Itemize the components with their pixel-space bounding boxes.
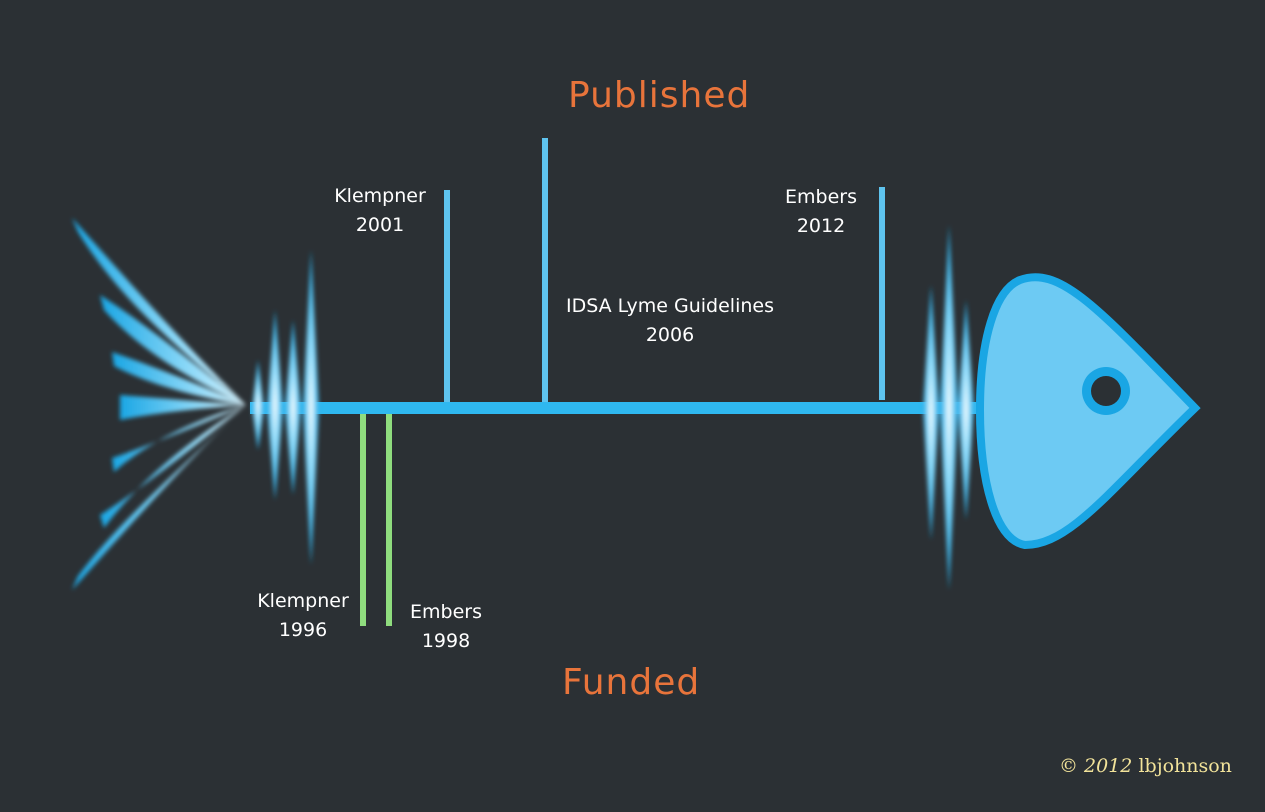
label-name: Klempner bbox=[334, 185, 426, 207]
label-embers-2012: Embers 2012 bbox=[770, 183, 872, 241]
funded-heading: Funded bbox=[562, 662, 701, 703]
label-name: Embers bbox=[785, 186, 857, 208]
label-name: Klempner bbox=[257, 590, 349, 612]
right-ribs bbox=[923, 225, 974, 590]
label-klempner-1996: Klempner 1996 bbox=[243, 587, 363, 645]
published-heading: Published bbox=[568, 75, 751, 116]
label-name: Embers bbox=[410, 601, 482, 623]
label-year: 1998 bbox=[421, 630, 471, 652]
label-year: 2012 bbox=[796, 215, 846, 237]
funded-bar-klempner-1996 bbox=[360, 414, 366, 626]
copyright-year: 2012 bbox=[1084, 755, 1133, 777]
copyright-author: lbjohnson bbox=[1138, 755, 1232, 777]
label-embers-1998: Embers 1998 bbox=[395, 598, 497, 656]
label-year: 2001 bbox=[355, 214, 405, 236]
label-idsa-2006: IDSA Lyme Guidelines 2006 bbox=[540, 292, 800, 350]
left-ribs bbox=[252, 250, 319, 565]
copyright-notice: © 2012 lbjohnson bbox=[1059, 755, 1232, 777]
funded-bars bbox=[360, 414, 392, 626]
published-bar-embers-2012 bbox=[879, 187, 885, 400]
funded-bar-embers-1998 bbox=[386, 414, 392, 626]
published-bar-idsa-2006 bbox=[542, 138, 548, 402]
published-bars bbox=[444, 138, 885, 402]
tail-fin bbox=[72, 218, 246, 590]
fish-head bbox=[975, 273, 1201, 550]
published-bar-klempner-2001 bbox=[444, 190, 450, 402]
label-year: 2006 bbox=[645, 324, 695, 346]
copyright-symbol: © bbox=[1059, 755, 1078, 777]
label-year: 1996 bbox=[278, 619, 328, 641]
spine bbox=[250, 402, 985, 414]
label-name: IDSA Lyme Guidelines bbox=[566, 295, 774, 317]
label-klempner-2001: Klempner 2001 bbox=[320, 182, 440, 240]
